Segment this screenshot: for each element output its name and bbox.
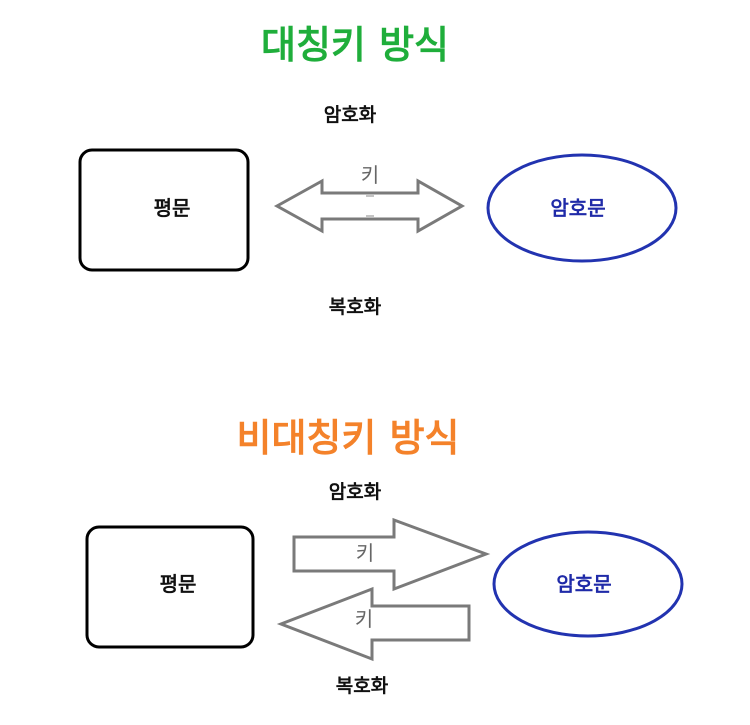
symmetric-key-label: 키 (361, 163, 379, 187)
symmetric-plaintext-label: 평문 (154, 196, 191, 220)
symmetric-plaintext-box (78, 148, 250, 272)
symmetric-title: 대칭키 방식 (261, 23, 449, 67)
asymmetric-plaintext-box (85, 525, 255, 649)
asymmetric-decrypt-arrow (276, 586, 471, 662)
symmetric-decrypt-label: 복호화 (329, 296, 382, 318)
symmetric-encrypt-label: 암호화 (324, 104, 377, 126)
symmetric-ciphertext-label: 암호문 (550, 196, 605, 220)
symmetric-ciphertext-ellipse (486, 153, 678, 263)
asymmetric-encrypt-key-label: 키 (356, 541, 374, 565)
symmetric-double-arrow (273, 178, 466, 234)
asymmetric-ciphertext-ellipse (492, 530, 684, 638)
asymmetric-encrypt-label: 암호화 (329, 481, 382, 503)
asymmetric-encrypt-arrow (292, 517, 491, 592)
asymmetric-decrypt-key-label: 키 (355, 607, 373, 631)
symmetric-section: 대칭키 방식 암호화 평문 키 암호문 복호화 (78, 23, 678, 318)
asymmetric-decrypt-label: 복호화 (336, 675, 389, 697)
asymmetric-section: 비대칭키 방식 암호화 평문 키 키 암호문 복호화 (85, 416, 684, 697)
asymmetric-plaintext-label: 평문 (160, 572, 197, 596)
asymmetric-ciphertext-label: 암호문 (556, 572, 611, 596)
asymmetric-title: 비대칭키 방식 (237, 416, 460, 460)
